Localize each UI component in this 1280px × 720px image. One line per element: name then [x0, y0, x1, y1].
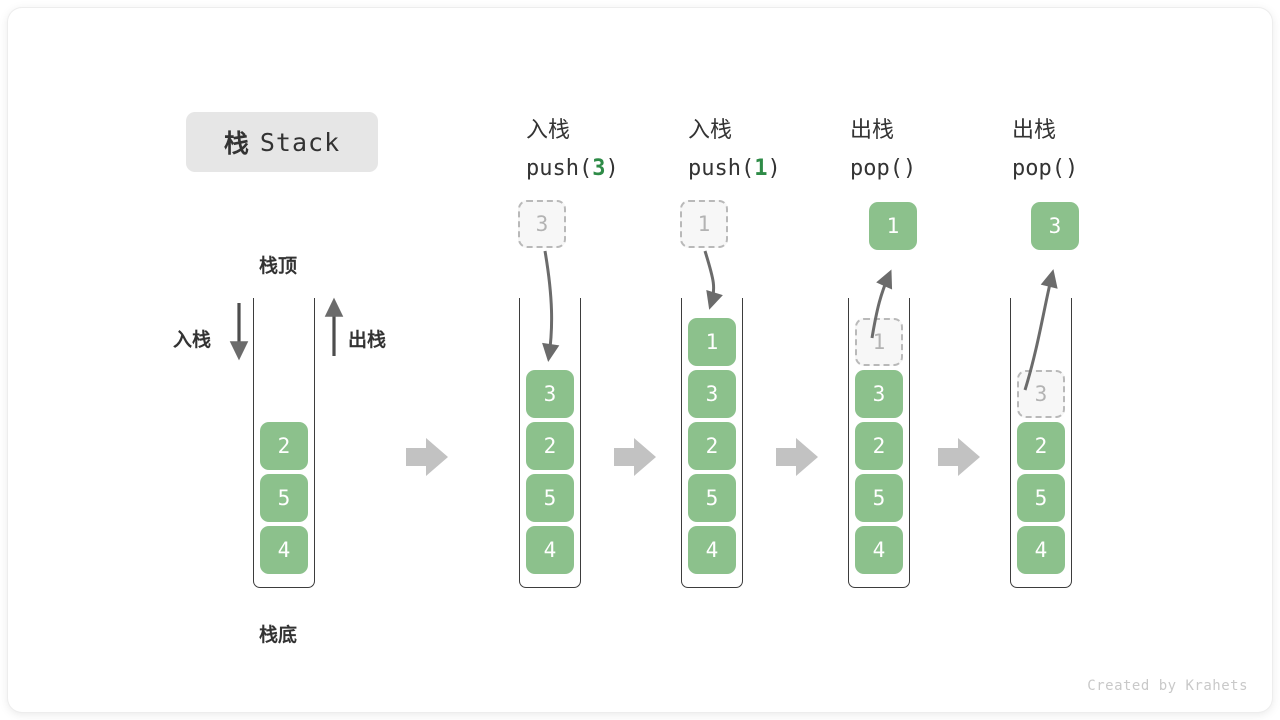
- stack-cell: 5: [526, 474, 574, 522]
- stack-cell: 3: [526, 370, 574, 418]
- step-arrow-icon: [776, 438, 818, 476]
- column-header-push-3: 入栈 push(3): [526, 112, 696, 188]
- stack-cell: 1: [688, 318, 736, 366]
- label-pop-direction: 出栈: [348, 329, 387, 351]
- stack-cell-ghost: 1: [855, 318, 903, 366]
- code-post: ): [1064, 156, 1079, 181]
- incoming-element-ghost: 3: [518, 200, 566, 248]
- label-stack-top: 栈顶: [259, 255, 298, 277]
- title-badge-cn: 栈: [223, 129, 250, 158]
- stack-cell: 5: [260, 474, 308, 522]
- stack-cell: 5: [1017, 474, 1065, 522]
- stack-cell: 4: [526, 526, 574, 574]
- stack-container-push-3: 3 2 5 4: [519, 298, 581, 588]
- column-header-code: pop(): [1012, 150, 1182, 188]
- code-post: ): [902, 156, 917, 181]
- code-post: ): [605, 156, 619, 181]
- column-header-cn: 入栈: [526, 118, 571, 143]
- push-1-motion-arrow-icon: [703, 250, 723, 310]
- stack-container-push-1: 1 3 2 5 4: [681, 298, 743, 588]
- diagram-card: 栈 Stack 栈顶 栈底 入栈 出栈 入栈 push(3) 入栈 push(1…: [8, 8, 1272, 712]
- stack-cell: 5: [855, 474, 903, 522]
- code-arg: 1: [754, 156, 768, 181]
- label-push-direction: 入栈: [173, 329, 212, 351]
- stack-cell: 3: [855, 370, 903, 418]
- stack-container-initial: 2 5 4: [253, 298, 315, 588]
- column-header-pop-2: 出栈 pop(): [1012, 112, 1182, 188]
- column-header-push-1: 入栈 push(1): [688, 112, 858, 188]
- code-pre: pop(: [850, 156, 903, 181]
- column-header-code: pop(): [850, 150, 1020, 188]
- incoming-element-ghost: 1: [680, 200, 728, 248]
- stack-cell: 2: [1017, 422, 1065, 470]
- title-badge-en: Stack: [259, 127, 341, 157]
- code-post: ): [767, 156, 781, 181]
- stack-container-pop-1: 1 3 2 5 4: [848, 298, 910, 588]
- label-stack-bottom: 栈底: [259, 624, 298, 646]
- step-arrow-icon: [406, 438, 448, 476]
- code-pre: pop(: [1012, 156, 1065, 181]
- code-pre: push(: [526, 156, 593, 181]
- stack-cell: 4: [260, 526, 308, 574]
- stack-cell-ghost: 3: [1017, 370, 1065, 418]
- column-header-code: push(3): [526, 150, 696, 188]
- column-header-code: push(1): [688, 150, 858, 188]
- stack-cell: 4: [855, 526, 903, 574]
- column-header-cn: 入栈: [688, 118, 733, 143]
- popped-element: 1: [869, 202, 917, 250]
- stack-cell: 2: [855, 422, 903, 470]
- stack-cell: 4: [688, 526, 736, 574]
- column-header-cn: 出栈: [1012, 118, 1057, 143]
- stack-cell: 4: [1017, 526, 1065, 574]
- code-arg: 3: [592, 156, 606, 181]
- stack-cell: 3: [688, 370, 736, 418]
- credit-text: Created by Krahets: [1087, 678, 1248, 694]
- code-pre: push(: [688, 156, 755, 181]
- stack-cell: 2: [688, 422, 736, 470]
- stack-container-pop-2: 3 2 5 4: [1010, 298, 1072, 588]
- column-header-cn: 出栈: [850, 118, 895, 143]
- stack-cell: 2: [526, 422, 574, 470]
- popped-element: 3: [1031, 202, 1079, 250]
- stack-cell: 5: [688, 474, 736, 522]
- step-arrow-icon: [614, 438, 656, 476]
- title-badge: 栈 Stack: [186, 112, 378, 172]
- diagram-stage: 栈 Stack 栈顶 栈底 入栈 出栈 入栈 push(3) 入栈 push(1…: [8, 8, 1272, 712]
- stack-cell: 2: [260, 422, 308, 470]
- step-arrow-icon: [938, 438, 980, 476]
- column-header-pop-1: 出栈 pop(): [850, 112, 1020, 188]
